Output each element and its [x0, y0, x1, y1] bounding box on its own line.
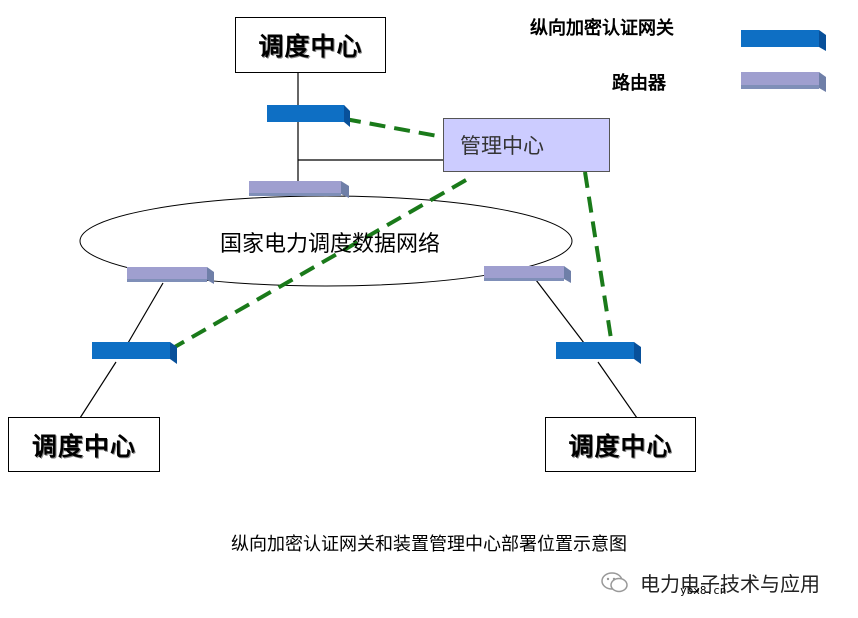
- mgmt-link-right-gateway: [583, 171, 614, 346]
- mgmt-link-top-gateway: [344, 117, 444, 139]
- legend-router-swatch: [741, 72, 826, 92]
- management-center-label: 管理中心: [460, 134, 544, 158]
- diagram-caption: 纵向加密认证网关和装置管理中心部署位置示意图: [231, 534, 627, 555]
- dispatch-center-right-label: 调度中心: [568, 431, 673, 461]
- link-left-router-to-gateway: [127, 282, 164, 344]
- dispatch-center-top: 调度中心: [235, 17, 386, 73]
- wechat-icon: [601, 572, 628, 593]
- watermark-site: ybx8.cn: [680, 584, 727, 597]
- dispatch-center-left-label: 调度中心: [31, 431, 136, 461]
- legend-gateway-label: 纵向加密认证网关: [530, 18, 674, 39]
- gateway-left: [92, 342, 177, 364]
- link-left-gateway-to-center: [79, 361, 117, 419]
- watermark-text: 电力电子技术与应用: [640, 572, 820, 596]
- router-right: [484, 266, 571, 283]
- management-center: 管理中心: [443, 118, 610, 172]
- router-top: [249, 181, 349, 198]
- dispatch-center-top-label: 调度中心: [258, 32, 363, 61]
- network-label: 国家电力调度数据网络: [219, 232, 440, 257]
- gateway-top: [267, 105, 350, 127]
- router-left: [127, 267, 214, 284]
- legend-gateway-swatch: [741, 30, 826, 51]
- dispatch-center-left: 调度中心: [8, 417, 160, 472]
- gateway-right: [556, 342, 641, 364]
- mgmt-link-left-gateway: [172, 178, 467, 350]
- legend-router-label: 路由器: [612, 73, 666, 94]
- dispatch-center-right: 调度中心: [545, 417, 696, 472]
- link-right-gateway-to-center: [597, 361, 638, 419]
- link-right-router-to-gateway: [535, 279, 585, 344]
